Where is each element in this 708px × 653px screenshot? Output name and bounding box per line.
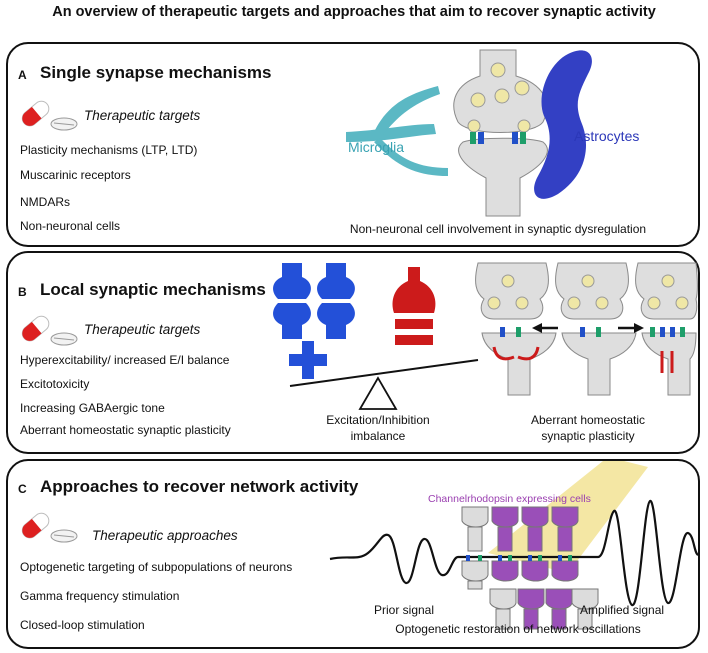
postsynaptic-terminal (458, 137, 548, 217)
panel-subheading: Therapeutic targets (84, 322, 201, 337)
excitatory-synapses (273, 263, 355, 379)
astrocyte-shape (534, 50, 592, 199)
panel-single-synapse: A Single synapse mechanisms Therapeutic … (6, 42, 700, 247)
prior-signal-label: Prior signal (374, 603, 435, 617)
list-item: Hyperexcitability/ increased E/I balance (20, 353, 230, 367)
panel-heading: Single synapse mechanisms (40, 63, 272, 82)
panel-subheading: Therapeutic approaches (92, 528, 238, 543)
list-item: Non-neuronal cells (20, 219, 121, 233)
panel-heading: Local synaptic mechanisms (40, 280, 266, 299)
panel-caption: Non-neuronal cell involvement in synapti… (349, 222, 647, 236)
panel-network-activity: C Approaches to recover network activity… (6, 459, 700, 649)
microglia-shape (346, 124, 436, 142)
astrocytes-label: Astrocytes (574, 128, 640, 144)
panel-letter: A (18, 68, 27, 82)
panel-local-synaptic: B Local synaptic mechanisms Therapeutic … (6, 251, 700, 454)
seesaw-fulcrum (358, 376, 398, 410)
list-item: Muscarinic receptors (20, 168, 131, 182)
list-item: Plasticity mechanisms (LTP, LTD) (20, 143, 198, 157)
oscillation-illustration (329, 461, 698, 630)
balance-illustration (273, 262, 698, 410)
pill-icon (21, 315, 78, 346)
list-item: NMDARs (20, 195, 70, 209)
homeostatic-caption-line1: Aberrant homeostatic (530, 413, 646, 427)
panel-letter: B (18, 285, 27, 299)
synapse-illustration (346, 49, 592, 217)
channelrhodopsin-label: Channelrhodopsin expressing cells (428, 493, 591, 505)
seesaw-beam (289, 359, 479, 387)
panel-subheading: Therapeutic targets (84, 108, 201, 123)
balance-caption-line1: Excitation/Inhibition (326, 413, 430, 427)
figure-title: An overview of therapeutic targets and a… (52, 4, 656, 20)
list-item: Optogenetic targeting of subpopulations … (20, 560, 293, 574)
panel-letter: C (18, 482, 27, 496)
panel-caption: Optogenetic restoration of network oscil… (395, 622, 641, 636)
list-item: Aberrant homeostatic synaptic plasticity (20, 423, 231, 437)
inhibitory-synapse (392, 267, 436, 345)
list-item: Gamma frequency stimulation (20, 589, 180, 603)
pill-icon (21, 512, 78, 543)
microglia-label: Microglia (348, 139, 405, 155)
list-item: Closed-loop stimulation (20, 618, 145, 632)
list-item: Excitotoxicity (20, 377, 90, 391)
neuron-array (461, 506, 599, 630)
list-item: Increasing GABAergic tone (20, 401, 165, 415)
pill-icon (21, 100, 78, 131)
balance-caption-line2: imbalance (350, 429, 406, 443)
homeostatic-caption-line2: synaptic plasticity (541, 429, 635, 443)
panel-heading: Approaches to recover network activity (40, 477, 359, 496)
oscillation-wave (329, 499, 698, 607)
amplified-signal-label: Amplified signal (580, 603, 665, 617)
